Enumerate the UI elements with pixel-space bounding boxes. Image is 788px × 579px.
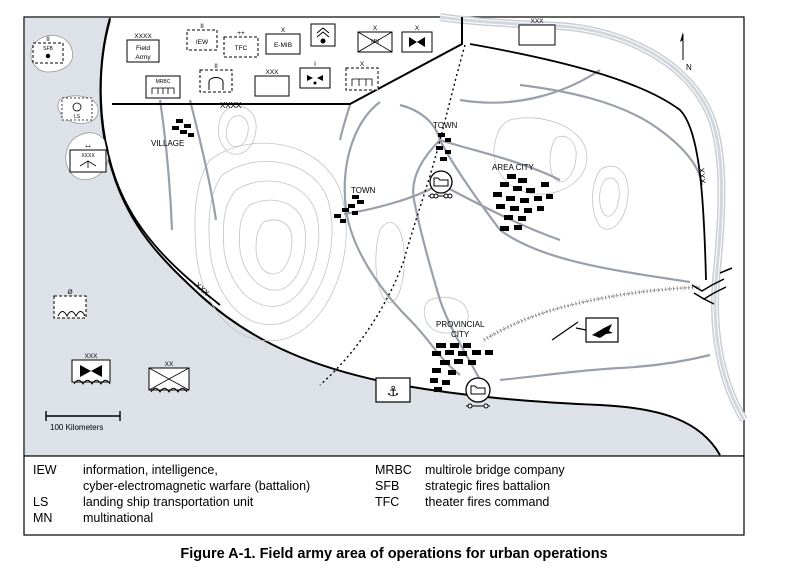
svg-text:IEW: IEW (196, 39, 209, 46)
svg-text:MRBC: MRBC (156, 79, 171, 85)
legend-abbr-sfb: SFB (375, 479, 399, 493)
corps-boundary-east (469, 43, 707, 281)
legend-abbr-mrbc: MRBC (375, 463, 412, 477)
svg-text:LS: LS (74, 114, 81, 120)
unit-fires-arrow (310, 23, 336, 47)
svg-text:XXXX: XXXX (81, 153, 95, 159)
svg-text:MN: MN (371, 39, 379, 45)
svg-text:XXX: XXX (265, 69, 279, 76)
legend-box (23, 455, 745, 536)
svg-text:E-MIB: E-MIB (274, 42, 292, 49)
unit-bowtie-x: X (401, 25, 433, 53)
terrain-contours (194, 105, 629, 342)
svg-text:⚓: ⚓ (387, 384, 400, 400)
svg-text:X: X (360, 61, 365, 68)
unit-corps-top: XXX (518, 18, 556, 46)
town-west-buildings (334, 195, 364, 223)
port-anchor-symbol: ⚓ (375, 377, 411, 403)
legend-def-mn: multinational (83, 511, 153, 525)
sea-west (25, 18, 720, 455)
unit-sfb: II SFB (32, 36, 64, 64)
area-city-buildings (493, 174, 553, 231)
label-city: CITY (451, 330, 470, 339)
unit-field-army: XXXX Field Army (126, 33, 160, 63)
unit-marine-xxx: XXX (71, 353, 111, 385)
legend-def-sfb: strategic fires battalion (425, 479, 550, 493)
svg-text:Ø: Ø (67, 289, 72, 296)
label-town-north: TOWN (433, 121, 458, 130)
svg-text:++: ++ (237, 30, 245, 37)
svg-text:II: II (200, 23, 204, 30)
label-area-city: AREA CITY (492, 163, 534, 172)
unit-xxx-sustainment: XXX (254, 69, 290, 97)
scale-label: 100 Kilometers (50, 423, 103, 432)
unit-ls: LS (61, 97, 93, 121)
bridge-provincial (551, 321, 579, 341)
unit-theater-xxxx: ++ XXXX (69, 144, 107, 173)
provincial-city-buildings (430, 343, 493, 392)
legend-abbr-tfc: TFC (375, 495, 399, 509)
unit-tfc: ++ TFC (223, 30, 259, 58)
north-arrow (680, 32, 684, 60)
forward-line-scalloped (319, 44, 466, 386)
legend-def-tfc: theater fires command (425, 495, 549, 509)
svg-text:XXX: XXX (530, 18, 544, 25)
legend-def-ls: landing ship transportation unit (83, 495, 254, 509)
svg-text:X: X (373, 25, 378, 32)
svg-text:II: II (46, 36, 50, 43)
legend-abbr-mn: MN (33, 511, 52, 525)
figure-caption: Figure A-1. Field army area of operation… (180, 546, 607, 562)
unit-amphibious: Ø (53, 289, 87, 319)
legend: IEW information, intelligence, cyber-ele… (33, 463, 565, 525)
village-buildings (172, 119, 194, 137)
svg-text:Field: Field (136, 45, 150, 52)
corps-boundary-west (99, 19, 221, 306)
bridge-east (691, 267, 733, 305)
scale-bar (45, 411, 121, 421)
north-label: N (686, 63, 692, 72)
unit-mn: X MN (357, 25, 393, 53)
unit-marine-xx: XX (148, 361, 190, 393)
svg-text:XX: XX (165, 361, 174, 368)
town-north-buildings (436, 133, 451, 161)
unit-ii-arch: II (199, 63, 233, 93)
sustainment-node-south (465, 377, 491, 409)
svg-text:I: I (314, 61, 316, 68)
unit-x-dashed: X (345, 61, 379, 91)
label-provincial: PROVINCIAL (436, 320, 485, 329)
unit-i: I (299, 61, 331, 89)
railroad-ties (482, 285, 701, 342)
label-boundary-corps-east: XXX (697, 167, 707, 184)
airfield-symbol (575, 317, 619, 343)
legend-def-iew-1: information, intelligence, (83, 463, 218, 477)
label-boundary-field-army: XXXX (220, 101, 242, 110)
sustainment-node-north (428, 170, 453, 199)
unit-e-mib: X E-MIB (265, 27, 301, 55)
legend-def-mrbc: multirole bridge company (425, 463, 565, 477)
svg-text:II: II (214, 63, 218, 70)
svg-text:Army: Army (135, 54, 151, 61)
road-network (158, 69, 711, 382)
svg-text:XXX: XXX (84, 353, 98, 360)
unit-iew: II IEW (186, 23, 218, 51)
svg-text:X: X (415, 25, 420, 32)
legend-abbr-ls: LS (33, 495, 48, 509)
field-army-rear-boundary (112, 17, 463, 105)
unit-mrbc: MRBC (145, 75, 181, 99)
svg-text:TFC: TFC (235, 45, 248, 52)
svg-text:X: X (281, 27, 286, 34)
label-village: VILLAGE (151, 139, 184, 148)
svg-text:++: ++ (85, 144, 91, 150)
legend-abbr-iew: IEW (33, 463, 57, 477)
svg-text:XXXX: XXXX (134, 33, 152, 40)
label-town-west: TOWN (351, 186, 376, 195)
legend-def-iew-2: cyber-electromagnetic warfare (battalion… (83, 479, 310, 493)
svg-text:SFB: SFB (43, 46, 53, 52)
